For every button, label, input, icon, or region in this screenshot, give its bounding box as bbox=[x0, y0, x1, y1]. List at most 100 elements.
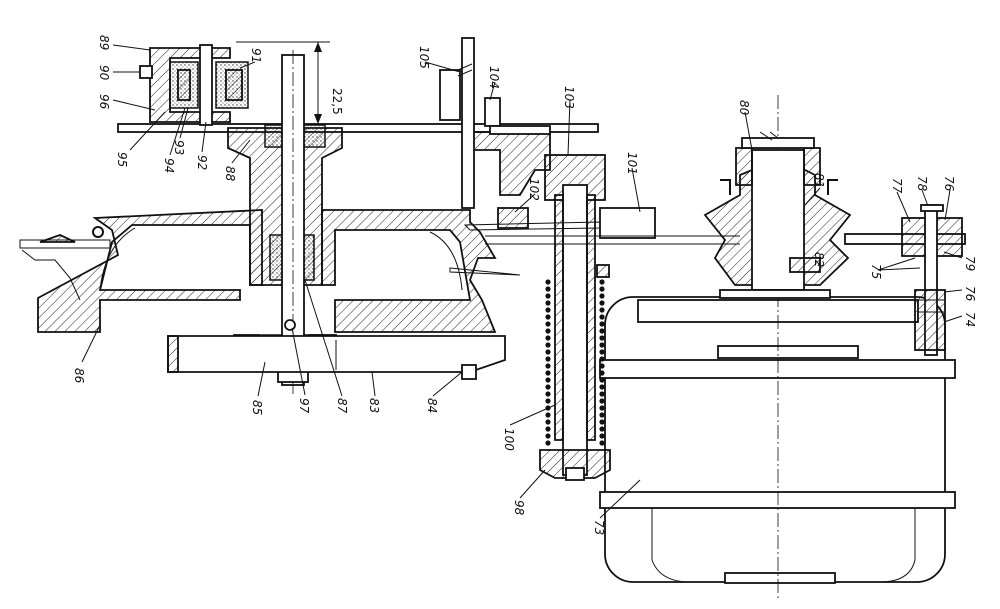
label-88: 88 bbox=[223, 166, 237, 182]
base-plate-edge bbox=[167, 335, 179, 373]
spring-coil bbox=[545, 279, 551, 285]
spring-coil bbox=[545, 440, 551, 446]
arm-bracket bbox=[469, 131, 551, 196]
arm-post bbox=[461, 37, 475, 209]
sleeve-nut bbox=[565, 467, 585, 481]
label-105: 105 bbox=[417, 46, 431, 69]
spring-coil bbox=[599, 440, 605, 446]
leader-lines bbox=[81, 44, 963, 519]
motor-housing bbox=[604, 296, 946, 583]
pulley-flange-edges bbox=[720, 179, 838, 195]
spring-coil bbox=[599, 279, 605, 285]
idler-bearing-lines bbox=[918, 299, 944, 313]
label-92: 92 bbox=[195, 155, 209, 170]
label-80: 80 bbox=[737, 100, 751, 116]
spring-coil bbox=[599, 300, 605, 306]
spring-coil bbox=[545, 370, 551, 376]
spring-coil bbox=[545, 328, 551, 334]
label-90: 90 bbox=[97, 65, 111, 81]
label-103: 103 bbox=[562, 86, 576, 109]
spring-coil bbox=[599, 384, 605, 390]
spring-coil bbox=[599, 342, 605, 348]
label-77: 77 bbox=[890, 178, 904, 194]
label-86: 86 bbox=[72, 368, 86, 384]
spring-coil bbox=[599, 391, 605, 397]
spring-coil bbox=[599, 307, 605, 313]
central-transmission bbox=[449, 154, 740, 481]
drive-belt bbox=[485, 235, 740, 245]
motor-pulley bbox=[703, 131, 852, 299]
platter-lip bbox=[21, 249, 81, 301]
screw-90 bbox=[139, 65, 153, 79]
platter-lid bbox=[19, 239, 111, 249]
spring-coil bbox=[545, 398, 551, 404]
arm-screw-104 bbox=[484, 97, 501, 127]
spring-coil bbox=[599, 419, 605, 425]
sleeve-walls bbox=[554, 194, 596, 441]
platter-curves bbox=[99, 227, 463, 291]
spring-coil bbox=[599, 328, 605, 334]
label-78: 78 bbox=[915, 176, 929, 192]
motor-foot bbox=[724, 572, 836, 584]
spring-coil bbox=[545, 307, 551, 313]
label-100: 100 bbox=[502, 428, 516, 451]
label-73: 73 bbox=[592, 520, 606, 535]
spring-coil bbox=[599, 363, 605, 369]
spring-coil bbox=[545, 300, 551, 306]
dimension-22-5: 22,5 bbox=[236, 41, 344, 125]
motor-lower-flange bbox=[599, 491, 956, 509]
part-labels: 89 90 96 91 95 94 93 92 88 105 104 103 1… bbox=[72, 35, 977, 535]
idler-top-nut bbox=[920, 204, 944, 212]
idler-bearing-74 bbox=[914, 289, 946, 351]
spring-coil bbox=[545, 412, 551, 418]
spring-100 bbox=[545, 279, 605, 446]
spring-coil bbox=[599, 370, 605, 376]
pulley-cap bbox=[741, 137, 815, 149]
spring-coil bbox=[599, 377, 605, 383]
label-76-bottom: 76 bbox=[963, 286, 977, 302]
spring-coil bbox=[599, 433, 605, 439]
dimension-text: 22,5 bbox=[330, 88, 344, 115]
lid-hinge bbox=[39, 234, 76, 243]
spring-coil bbox=[599, 356, 605, 362]
bracket-102 bbox=[497, 207, 529, 229]
motor-mount-plate bbox=[717, 345, 859, 359]
shaft-sleeve bbox=[562, 184, 588, 476]
top-plate bbox=[117, 123, 599, 133]
pulley-base bbox=[719, 289, 831, 299]
spring-cup-98 bbox=[539, 449, 611, 479]
spring-coil bbox=[545, 419, 551, 425]
spring-coil bbox=[599, 286, 605, 292]
base-plate-83 bbox=[167, 335, 506, 380]
label-98: 98 bbox=[512, 500, 526, 516]
spring-coil bbox=[599, 426, 605, 432]
screw-84 bbox=[461, 364, 477, 380]
platter-right bbox=[321, 209, 497, 333]
arm-mount bbox=[439, 69, 461, 121]
spring-lever bbox=[449, 267, 521, 276]
label-89: 89 bbox=[97, 35, 111, 50]
pulley-wire bbox=[759, 131, 779, 141]
spring-coil bbox=[545, 433, 551, 439]
label-95: 95 bbox=[115, 152, 129, 167]
spring-coil bbox=[599, 398, 605, 404]
spring-coil bbox=[545, 349, 551, 355]
label-97: 97 bbox=[297, 398, 311, 414]
spring-coil bbox=[545, 321, 551, 327]
label-74: 74 bbox=[963, 312, 977, 327]
platter-bead bbox=[92, 226, 104, 238]
spring-coil bbox=[545, 363, 551, 369]
spring-top-collar bbox=[596, 264, 610, 278]
spring-coil bbox=[545, 391, 551, 397]
turntable-platter-86 bbox=[19, 209, 497, 333]
magnet-pin-92 bbox=[199, 44, 213, 126]
spring-coil bbox=[545, 356, 551, 362]
label-94: 94 bbox=[162, 158, 176, 173]
label-85: 85 bbox=[250, 400, 264, 415]
label-91: 91 bbox=[249, 48, 263, 63]
spring-coil bbox=[599, 321, 605, 327]
spring-coil bbox=[599, 293, 605, 299]
label-75: 75 bbox=[869, 264, 883, 279]
label-83: 83 bbox=[367, 398, 381, 413]
label-76-top: 76 bbox=[942, 176, 956, 192]
